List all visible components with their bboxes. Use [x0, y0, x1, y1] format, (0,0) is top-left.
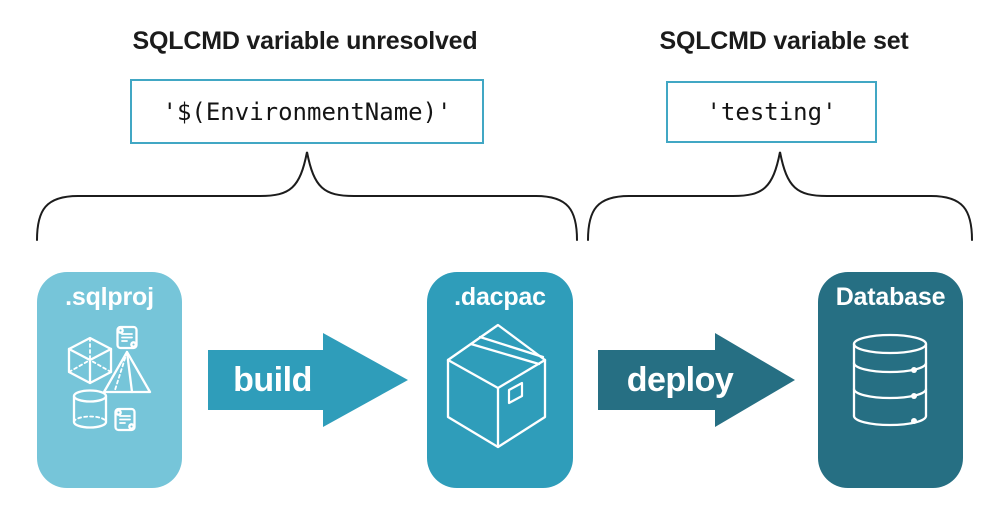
stage-label-sqlproj: .sqlproj — [65, 283, 154, 311]
code-unresolved-value: '$(EnvironmentName)' — [162, 97, 452, 126]
stage-card-sqlproj: .sqlproj — [37, 272, 182, 488]
right-brace — [587, 151, 973, 241]
stage-label-database: Database — [835, 283, 946, 311]
database-cylinder-icon — [852, 333, 928, 427]
heading-unresolved: SQLCMD variable unresolved — [132, 27, 478, 55]
deploy-arrow-label: deploy — [626, 361, 734, 399]
package-box-icon — [446, 323, 547, 449]
stage-label-dacpac: .dacpac — [454, 283, 546, 311]
code-set-value: 'testing' — [706, 98, 837, 126]
build-arrow-label: build — [233, 361, 312, 399]
stage-card-database: Database — [818, 272, 963, 488]
sql-project-objects-icon — [67, 325, 152, 432]
heading-set: SQLCMD variable set — [659, 27, 909, 55]
codebox-set: 'testing' — [666, 81, 877, 143]
codebox-unresolved: '$(EnvironmentName)' — [130, 79, 484, 144]
stage-card-dacpac: .dacpac — [427, 272, 573, 488]
left-brace — [36, 151, 578, 241]
